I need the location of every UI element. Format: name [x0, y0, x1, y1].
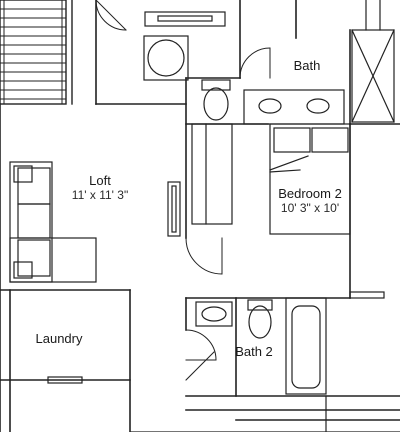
room-label-bath: Bath [293, 58, 321, 73]
bedroom2-dims: 10' 3" x 10' [280, 201, 340, 215]
staircase [0, 0, 73, 105]
top-window [144, 11, 226, 27]
hall-closet [191, 123, 233, 225]
loft-dims: 11' x 11' 3" [71, 188, 129, 202]
laundry-window [47, 376, 83, 384]
room-label-loft: Loft 11' x 11' 3" [55, 173, 145, 202]
door-swings [95, 0, 271, 381]
lower-storage [129, 395, 400, 432]
bed [269, 123, 351, 235]
bath-fixtures [201, 79, 345, 125]
shower [351, 0, 395, 123]
tv-console [167, 181, 181, 237]
room-label-bath2: Bath 2 [235, 344, 273, 359]
bath2-fixtures [195, 297, 327, 395]
room-label-bedroom2: Bedroom 2 10' 3" x 10' [264, 186, 356, 215]
bedroom2-name: Bedroom 2 [278, 186, 342, 201]
top-window-sill [157, 15, 213, 22]
bedroom-window [349, 291, 385, 299]
sofa [9, 161, 97, 283]
room-label-laundry: Laundry [35, 331, 83, 346]
loft-name: Loft [89, 173, 111, 188]
water-heater [143, 35, 189, 81]
